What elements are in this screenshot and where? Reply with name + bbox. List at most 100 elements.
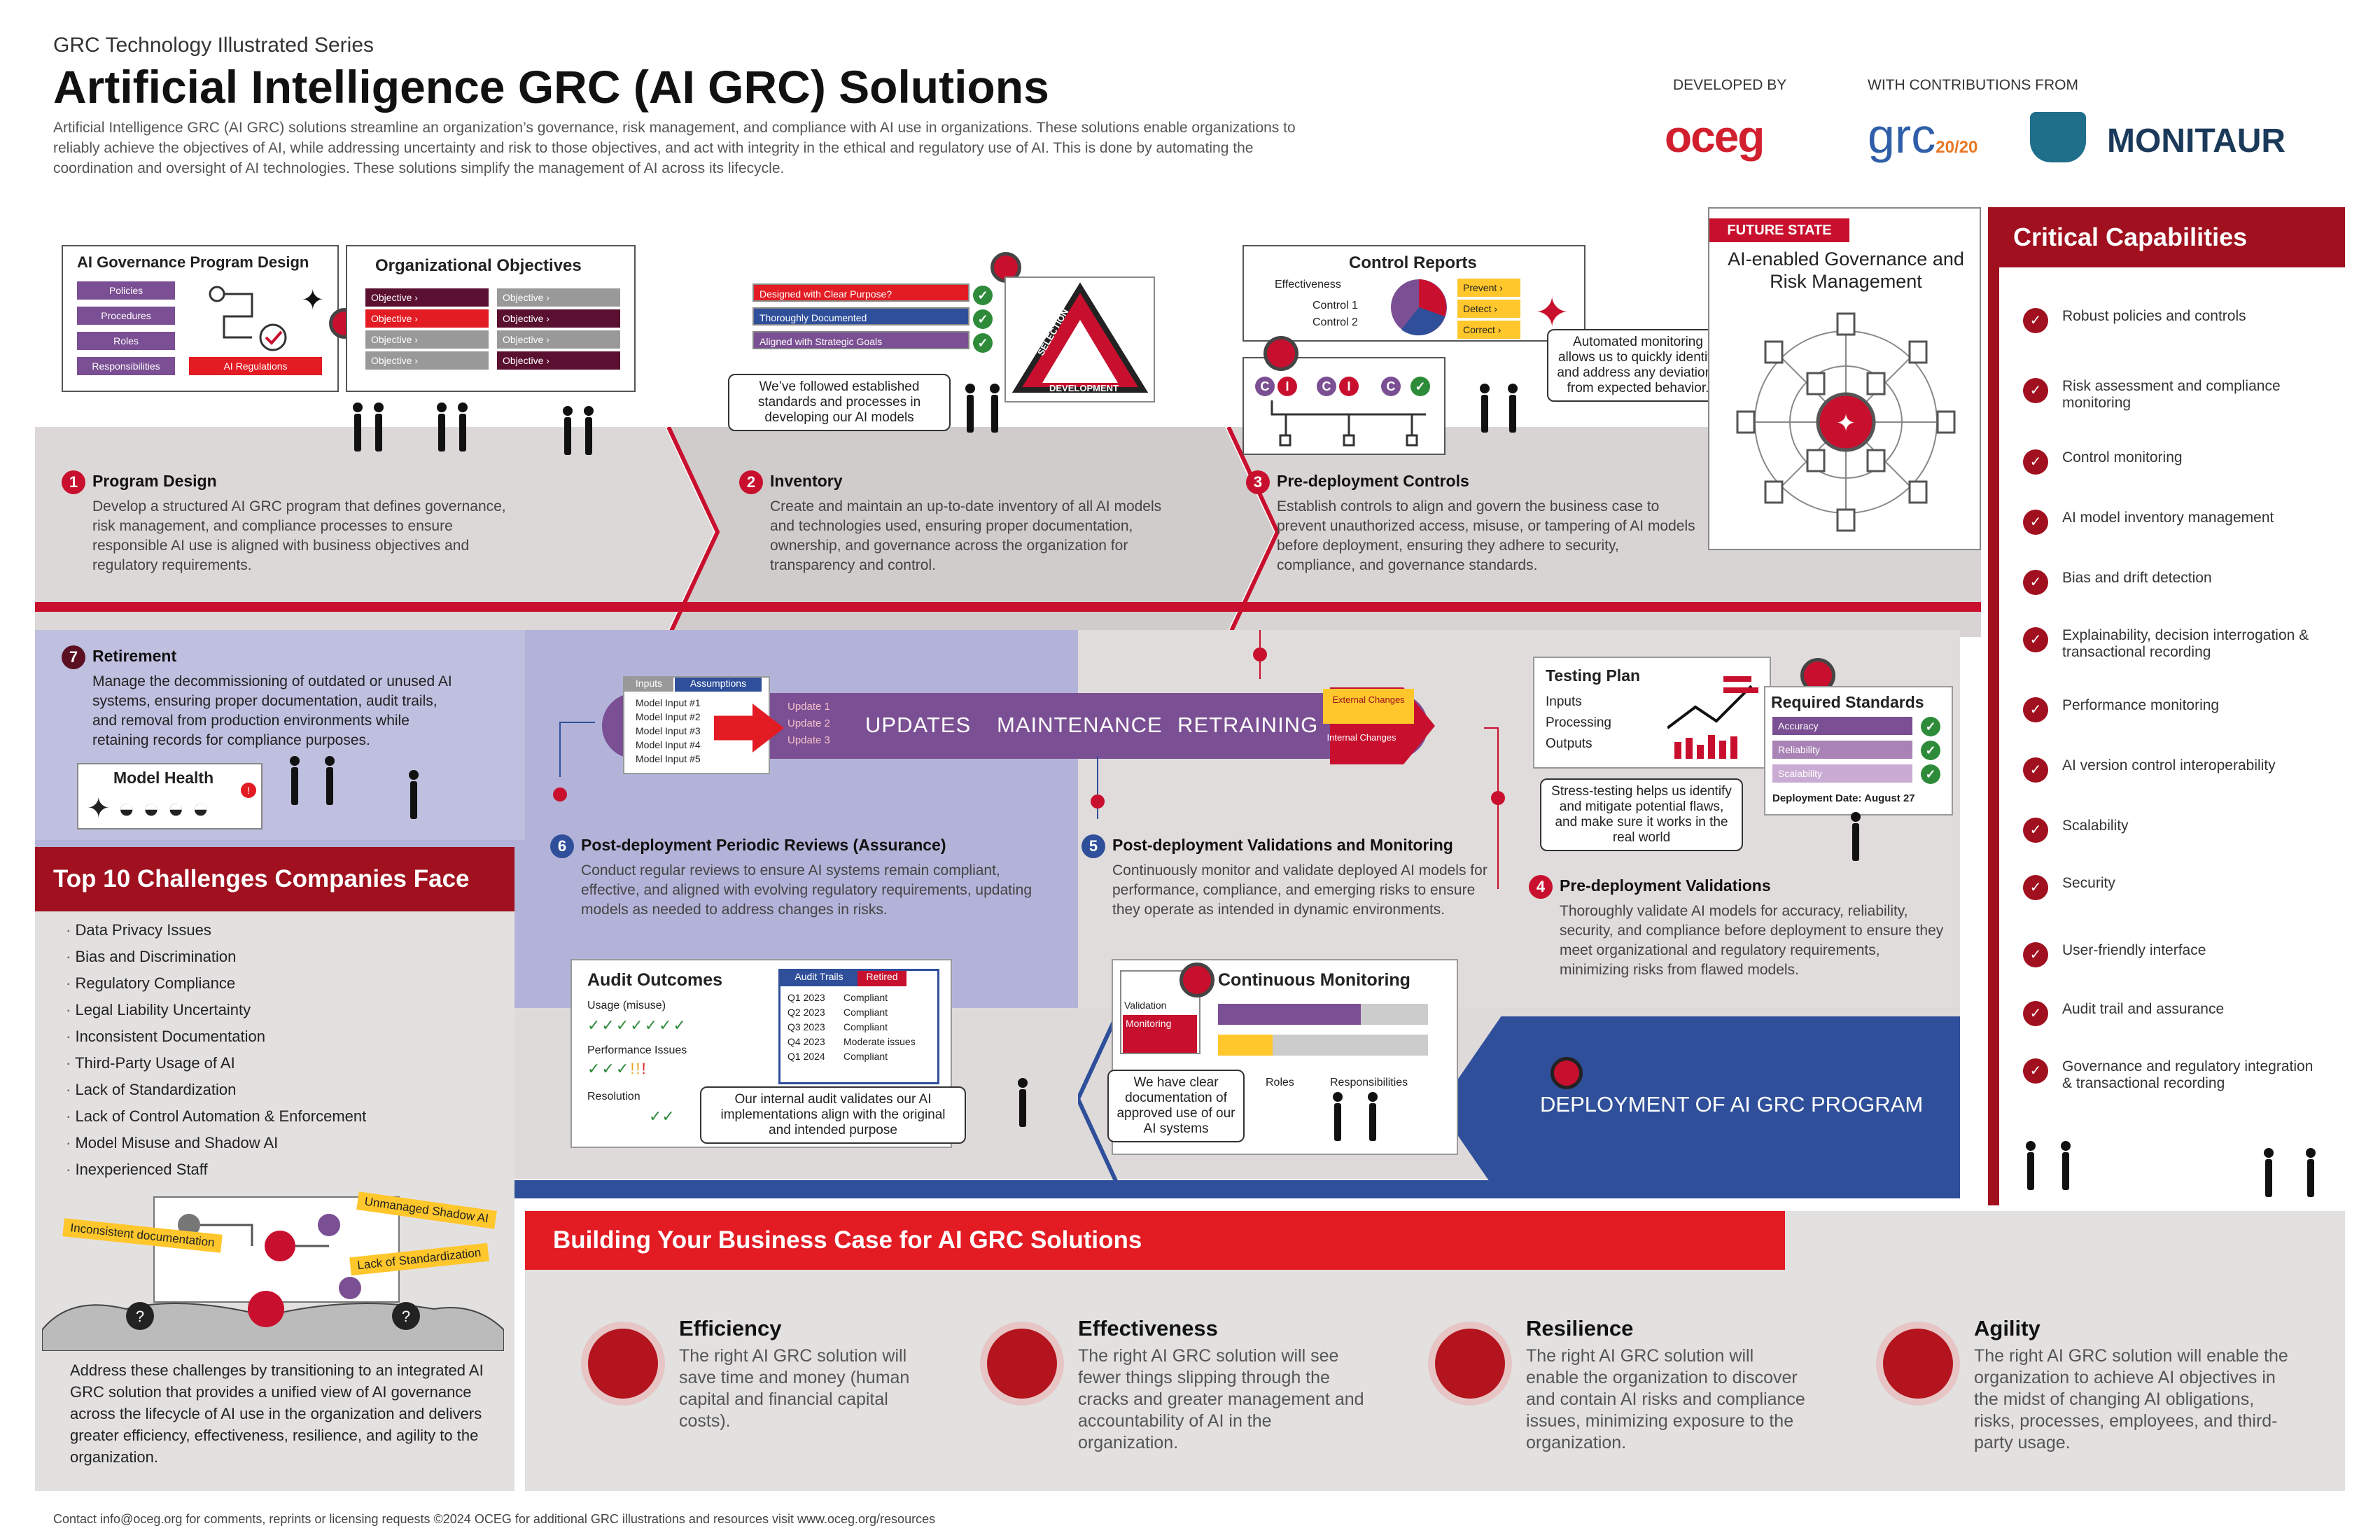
series-label: GRC Technology Illustrated Series [53,34,374,57]
target-icon [980,1322,1064,1406]
monitaur-logo-icon [2030,112,2086,162]
usage-checks: ✓✓✓✓✓✓✓ [587,1016,688,1034]
inventory-item: Aligned with Strategic Goals [752,331,969,349]
person-figure [406,770,427,833]
resolution-checks: ✓✓ [649,1107,675,1125]
challenge-item: Legal Liability Uncertainty [66,1001,366,1019]
inventory-item: Designed with Clear Purpose? [752,284,969,302]
check-icon: ✓ [2023,1001,2048,1026]
future-state-card: FUTURE STATE AI-enabled Governance and R… [1708,207,1981,550]
svg-text:✦: ✦ [301,285,325,316]
objective-chip: Objective › [497,330,620,349]
person-figure [1015,1078,1036,1148]
inventory-item: Thoroughly Documented [752,307,969,326]
check-icon: ✓ [2023,627,2048,652]
assumptions-tab: Assumptions [675,678,762,692]
lifecycle-card: SELECTION ACQUISITION DEVELOPMENT [1004,276,1155,402]
objective-chip: Objective › [365,309,489,328]
capability-item: ✓AI version control interoperability [2023,757,2276,783]
objective-chip: Objective › [365,288,489,307]
gear-icon [1180,962,1214,997]
svg-text:I: I [1285,379,1289,393]
person-figure [962,384,978,433]
card-title: AI Governance Program Design [77,253,309,271]
person-figure [987,384,1002,433]
person-figure [560,406,575,455]
check-icon: ✓ [2023,378,2048,403]
performance-status: ✓✓✓!!! [587,1060,648,1077]
objective-chip: Objective › [497,309,620,328]
internal-changes-label: Internal Changes [1326,732,1396,743]
footer-text: Contact info@oceg.org for comments, repr… [53,1512,936,1526]
triangle-label-bottom: DEVELOPMENT [1049,383,1119,393]
check-icon: ✓ [2023,449,2048,475]
deployment-date: Deployment Date: August 27 [1772,792,1915,804]
trend-chart-icon [1667,676,1758,759]
policies-chip: Policies [77,281,175,300]
person-figure [2303,1148,2324,1218]
check-icon: ✓ [2023,570,2048,595]
capability-item: ✓Governance and regulatory integration &… [2023,1058,2324,1092]
objective-chip: Objective › [497,288,620,307]
check-icon: ✓ [2023,308,2048,333]
pipeline-retraining-label: RETRAINING [1177,713,1319,737]
svg-text:C: C [1261,379,1270,393]
capability-item: ✓Robust policies and controls [2023,308,2246,333]
inventory-checks: ✓✓✓ [973,286,993,353]
agility-icon [1876,1322,1960,1406]
resilience-icon [1428,1322,1512,1406]
monitoring-bar-fill [1218,1004,1361,1025]
capability-item: ✓Scalability [2023,818,2129,843]
standard-chip: Accuracy [1772,717,1912,735]
svg-text:?: ? [402,1308,410,1325]
future-state-title: AI-enabled Governance and Risk Managemen… [1728,248,1964,292]
grc2020-logo: grc20/20 [1868,108,1978,163]
deployment-banner [1438,1016,1960,1198]
person-figure [2023,1141,2044,1218]
future-state-tag: FUTURE STATE [1709,218,1849,242]
responsibilities-label: Responsibilities [1330,1077,1408,1088]
monitoring-speech-bubble: We have clear documentation of approved … [1107,1070,1245,1142]
roles-chip: Roles [77,332,175,350]
card-title: Continuous Monitoring [1218,970,1410,990]
challenges-summary: Address these challenges by transitionin… [70,1362,484,1466]
objective-chip: Objective › [365,330,489,349]
deployment-banner-label: DEPLOYMENT OF AI GRC PROGRAM [1540,1092,1924,1116]
inventory-speech-bubble: We’ve followed established standards and… [728,374,951,431]
capability-item: ✓Performance monitoring [2023,697,2219,722]
capabilities-rule [1988,267,1999,1205]
validation-monitoring-icon: Validation Monitoring [1120,970,1200,1054]
check-icon: ✓ [2023,1058,2048,1084]
inventory-checklist: Designed with Clear Purpose? Thoroughly … [752,284,976,349]
model-health-gauges-icon: ✦ ◒ ◒ ◒ ◒ [87,793,209,824]
action-chip: Prevent › [1457,279,1520,297]
capabilities-title: Critical Capabilities [1988,207,2345,267]
person-figure [581,406,596,455]
svg-text:I: I [1347,379,1350,393]
step-number: 6 [550,834,574,858]
challenge-item: Data Privacy Issues [66,921,366,939]
step-number: 2 [739,470,763,494]
control-flow-diagram: C I C I C ✓ [1255,377,1430,447]
step-number: 3 [1246,470,1270,494]
check-icon: ✓ [2023,875,2048,900]
pipeline-updates-label: UPDATES [865,713,972,737]
roles-label: Roles [1266,1077,1294,1088]
retired-tab: Retired [858,971,906,986]
card-title: Organizational Objectives [375,256,582,275]
sparkle-icon: ✦ [1534,289,1570,336]
contributions-label: WITH CONTRIBUTIONS FROM [1868,77,2078,93]
challenge-item: Inconsistent Documentation [66,1028,366,1046]
